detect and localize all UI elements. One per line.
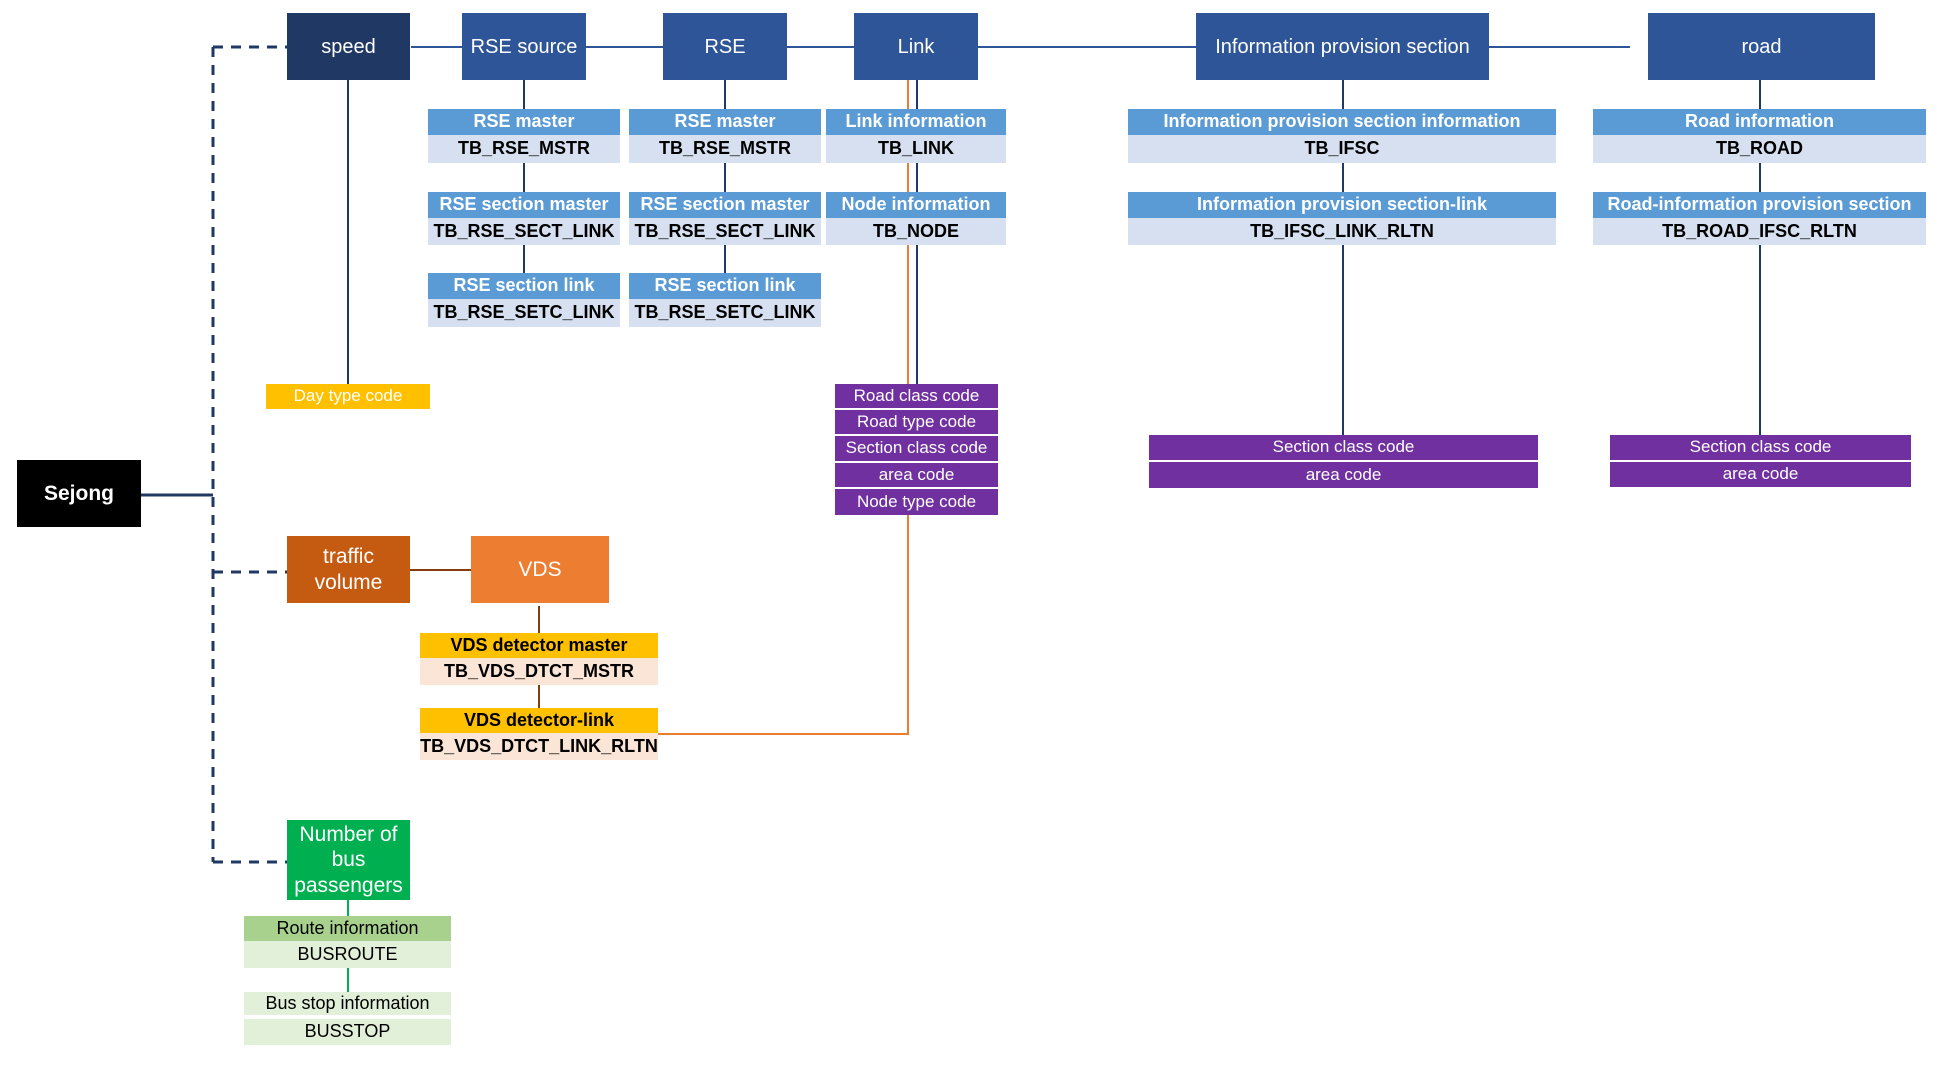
- ips-table-id: TB_IFSC_LINK_RLTN: [1128, 218, 1556, 245]
- rse-source-table-id: TB_RSE_MSTR: [428, 135, 620, 163]
- road-table-name: Road-information provision section: [1593, 192, 1926, 218]
- header-speed[interactable]: speed: [287, 13, 410, 80]
- road-table-name: Road information: [1593, 109, 1926, 135]
- link-code: Section class code: [835, 436, 998, 462]
- rse-source-table-name: RSE master: [428, 109, 620, 135]
- link-code: area code: [835, 463, 998, 488]
- root-sejong[interactable]: Sejong: [17, 460, 141, 527]
- ips-code: Section class code: [1149, 435, 1538, 461]
- header-road[interactable]: road: [1648, 13, 1875, 80]
- vds-table-name: VDS detector master: [420, 633, 658, 658]
- header-rse[interactable]: RSE: [663, 13, 787, 80]
- traffic-volume-node[interactable]: traffic volume: [287, 536, 410, 603]
- vds-node[interactable]: VDS: [471, 536, 609, 603]
- speed-code: Day type code: [266, 384, 430, 409]
- ips-table-id: TB_IFSC: [1128, 135, 1556, 163]
- ips-table-name: Information provision section informatio…: [1128, 109, 1556, 135]
- ips-table-name: Information provision section-link: [1128, 192, 1556, 218]
- rse-table-id: TB_RSE_MSTR: [629, 135, 821, 163]
- header-information-provision-section[interactable]: Information provision section: [1196, 13, 1489, 80]
- link-table-id: TB_NODE: [826, 218, 1006, 245]
- vds-table-id: TB_VDS_DTCT_MSTR: [420, 658, 658, 685]
- rse-table-name: RSE master: [629, 109, 821, 135]
- rse-source-table-name: RSE section link: [428, 273, 620, 299]
- road-table-id: TB_ROAD_IFSC_RLTN: [1593, 218, 1926, 245]
- header-rse-source[interactable]: RSE source: [462, 13, 586, 80]
- road-table-id: TB_ROAD: [1593, 135, 1926, 163]
- link-table-id: TB_LINK: [826, 135, 1006, 163]
- ips-code: area code: [1149, 462, 1538, 488]
- header-link[interactable]: Link: [854, 13, 978, 80]
- rse-table-id: TB_RSE_SECT_LINK: [629, 218, 821, 245]
- rse-source-table-name: RSE section master: [428, 192, 620, 218]
- link-code: Road class code: [835, 384, 998, 409]
- bus-table-id: BUSROUTE: [244, 941, 451, 968]
- rse-source-table-id: TB_RSE_SECT_LINK: [428, 218, 620, 245]
- bus-table-name: Bus stop information: [244, 992, 451, 1017]
- rse-table-name: RSE section link: [629, 273, 821, 299]
- link-code: Node type code: [835, 489, 998, 515]
- rse-source-table-id: TB_RSE_SETC_LINK: [428, 299, 620, 327]
- vds-table-id: TB_VDS_DTCT_LINK_RLTN: [420, 733, 658, 760]
- bus-passengers-node[interactable]: Number of bus passengers: [287, 820, 410, 900]
- road-code: Section class code: [1610, 435, 1911, 461]
- rse-table-name: RSE section master: [629, 192, 821, 218]
- vds-table-name: VDS detector-link: [420, 708, 658, 733]
- link-table-name: Node information: [826, 192, 1006, 218]
- bus-table-id: BUSSTOP: [244, 1019, 451, 1045]
- bus-table-name: Route information: [244, 916, 451, 941]
- link-code: Road type code: [835, 410, 998, 435]
- link-table-name: Link information: [826, 109, 1006, 135]
- road-code: area code: [1610, 462, 1911, 487]
- rse-table-id: TB_RSE_SETC_LINK: [629, 299, 821, 327]
